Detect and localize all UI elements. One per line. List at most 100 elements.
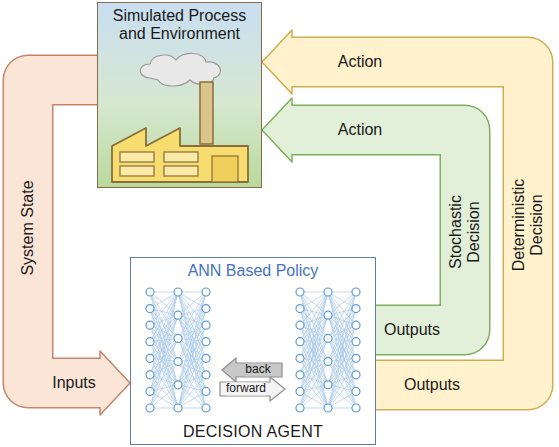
network-link xyxy=(150,342,178,385)
outputs-label: Outputs xyxy=(384,321,440,339)
network-link xyxy=(300,315,328,358)
network-neuron xyxy=(352,305,360,313)
network-link xyxy=(178,362,206,392)
network-link xyxy=(328,309,356,316)
network-neuron xyxy=(174,404,182,412)
network-link xyxy=(328,292,356,358)
network-neuron xyxy=(324,404,332,412)
network-link xyxy=(178,358,206,385)
network-neuron xyxy=(174,381,182,389)
network-link xyxy=(328,362,356,392)
network-link xyxy=(178,315,206,391)
network-link xyxy=(300,362,328,408)
network-link xyxy=(300,362,328,375)
network-link xyxy=(150,391,178,408)
network-neuron xyxy=(202,371,210,379)
arrow-head xyxy=(262,98,292,162)
network-link xyxy=(150,338,178,341)
network-link xyxy=(150,292,178,338)
network-link xyxy=(150,358,178,361)
network-link xyxy=(328,338,356,391)
network-neuron xyxy=(296,288,304,296)
network-link xyxy=(328,338,356,408)
network-link xyxy=(300,292,328,325)
network-link xyxy=(150,375,178,408)
network-link xyxy=(150,292,178,293)
network-link xyxy=(328,292,356,408)
network-link xyxy=(150,342,178,408)
network-link xyxy=(300,309,328,362)
network-link xyxy=(300,309,328,408)
network-neuron xyxy=(352,387,360,395)
network-neuron xyxy=(352,354,360,362)
network-neuron xyxy=(324,381,332,389)
network-link xyxy=(328,292,356,391)
network-link xyxy=(178,342,206,408)
network-link xyxy=(328,325,356,338)
network-neuron xyxy=(202,354,210,362)
network-link xyxy=(300,342,328,408)
network-link xyxy=(150,292,178,375)
network-link xyxy=(178,315,206,375)
network-link xyxy=(178,338,206,358)
network-link xyxy=(328,315,356,325)
network-link xyxy=(178,385,206,408)
network-link xyxy=(300,338,328,341)
network-link xyxy=(178,325,206,408)
network-link xyxy=(300,292,328,362)
network-link xyxy=(328,338,356,374)
neural-network-illustration xyxy=(146,288,360,412)
network-neuron xyxy=(296,404,304,412)
network-link xyxy=(328,342,356,385)
network-link xyxy=(328,292,356,309)
network-link xyxy=(328,309,356,408)
network-link xyxy=(328,309,356,362)
network-link xyxy=(178,292,206,391)
network-link xyxy=(150,325,178,338)
arrow-head xyxy=(262,30,292,94)
network-link xyxy=(178,292,206,325)
network-neuron xyxy=(174,288,182,296)
box-footer: DECISION AGENT xyxy=(183,423,323,441)
network-neuron xyxy=(146,387,154,395)
network-link xyxy=(150,325,178,361)
factory-illustration xyxy=(112,53,248,182)
network-link xyxy=(328,315,356,342)
network-link xyxy=(328,292,356,342)
network-link xyxy=(300,309,328,385)
box-title: ANN Based Policy xyxy=(188,262,319,280)
back-label: back xyxy=(245,363,270,376)
network-neuron xyxy=(202,288,210,296)
network-neuron xyxy=(202,387,210,395)
network-link xyxy=(178,325,206,385)
network-link xyxy=(150,292,178,358)
network-link xyxy=(150,315,178,391)
network-link xyxy=(300,342,328,362)
network-link xyxy=(178,338,206,391)
network-link xyxy=(150,292,178,408)
network-link xyxy=(150,315,178,375)
network-neuron xyxy=(146,404,154,412)
network-link xyxy=(150,325,178,408)
network-link xyxy=(328,292,356,385)
network-link xyxy=(328,292,356,315)
network-link xyxy=(178,342,206,362)
network-link xyxy=(150,338,178,358)
network-link xyxy=(178,309,206,339)
network-link xyxy=(150,292,178,342)
network-link xyxy=(300,315,328,375)
network-link xyxy=(300,292,328,408)
network-link xyxy=(300,385,328,392)
network-link xyxy=(300,292,328,309)
network-link xyxy=(178,338,206,374)
network-link xyxy=(328,325,356,385)
network-neuron xyxy=(324,311,332,319)
network-link xyxy=(150,385,178,392)
network-link xyxy=(328,391,356,408)
network-link xyxy=(178,342,206,385)
network-link xyxy=(300,292,328,391)
back-arrow xyxy=(222,358,282,382)
network-neuron xyxy=(296,387,304,395)
network-link xyxy=(328,292,356,338)
network-link xyxy=(178,309,206,362)
